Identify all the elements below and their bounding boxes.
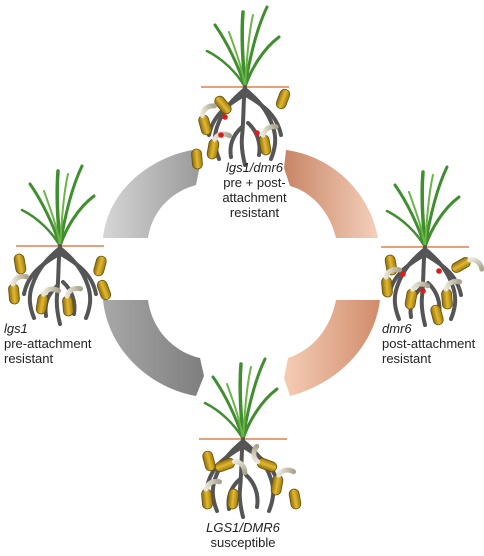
striga-seed-icon [201, 481, 222, 509]
attachment-point-icon [222, 114, 228, 120]
label-lgs1-dmr6: lgs1/dmr6 pre + post-attachment resistan… [207, 160, 302, 220]
striga-seed-icon [287, 487, 303, 511]
label-LGS1-DMR6: LGS1/DMR6 susceptible [188, 520, 298, 550]
genotype-description: pre + post-attachment resistant [222, 175, 287, 220]
plant-left [8, 164, 113, 326]
striga-seed-icon [62, 288, 83, 316]
striga-seed-icon [190, 148, 204, 170]
cycle-arrows [103, 150, 380, 396]
arrow-top-left [103, 150, 200, 238]
striga-seed-icon [226, 488, 240, 510]
plant-icon [379, 165, 471, 327]
striga-seed-icon [274, 87, 292, 111]
striga-seed-icon [12, 252, 28, 276]
genotype-name: LGS1/DMR6 [206, 520, 280, 535]
genotype-name: lgs1/dmr6 [225, 160, 284, 175]
striga-seed-icon [92, 254, 108, 278]
attachment-point-icon [218, 132, 224, 138]
striga-seed-icon [250, 446, 282, 473]
attachment-point-icon [254, 130, 260, 136]
plant-top [190, 5, 292, 170]
genotype-name: lgs1 [4, 321, 28, 336]
attachment-point-icon [420, 288, 426, 294]
striga-seed-icon [95, 278, 113, 302]
label-lgs1: lgs1 pre-attachment resistant [4, 321, 114, 366]
attachment-point-icon [436, 268, 442, 274]
plant-icon [14, 164, 106, 326]
striga-seed-icon [404, 282, 427, 312]
striga-seed-icon [201, 449, 217, 473]
attachment-point-icon [400, 271, 406, 277]
arrow-bottom-right [284, 300, 380, 396]
genotype-description: pre-attachment resistant [4, 336, 92, 366]
label-dmr6: dmr6 post-attachment resistant [382, 321, 482, 366]
genotype-name: dmr6 [382, 321, 412, 336]
plant-right [379, 165, 483, 327]
arrow-bottom-left [103, 300, 204, 396]
arrow-top-right [284, 150, 378, 238]
genotype-description: susceptible [210, 535, 276, 550]
genotype-description: post-attachment resistant [382, 336, 476, 366]
